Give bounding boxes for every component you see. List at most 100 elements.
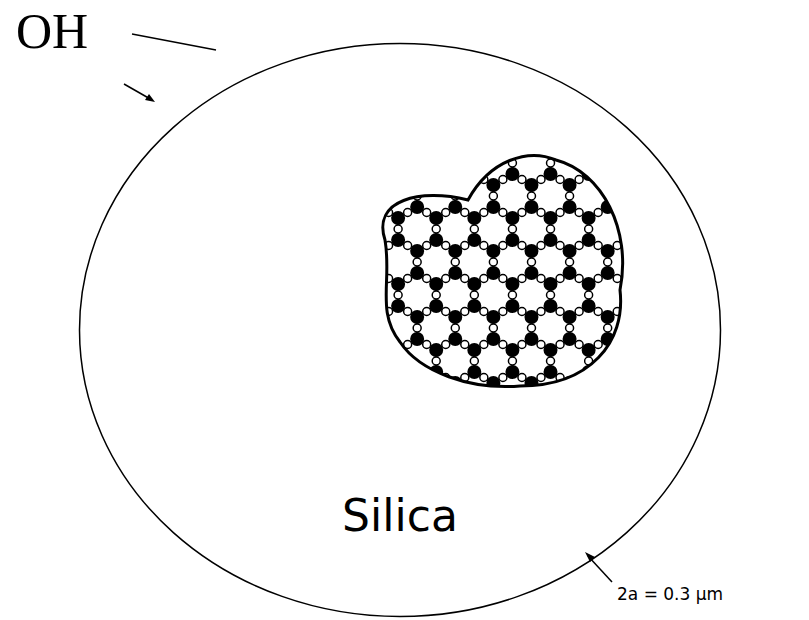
bond [340, 317, 342, 339]
bond [722, 306, 741, 317]
oxygen-atom [508, 291, 516, 299]
bond [530, 119, 532, 141]
silicon-atom [639, 200, 653, 214]
bond [646, 273, 665, 284]
bond [759, 251, 761, 273]
bond [741, 207, 760, 218]
oxygen-atom [642, 126, 650, 134]
oxygen-atom [480, 374, 488, 382]
oxygen-atom [470, 489, 478, 497]
oxygen-atom [356, 291, 364, 299]
oxygen-atom [461, 407, 469, 415]
bond [589, 471, 608, 482]
oxygen-atom [366, 308, 374, 316]
oxygen-atom [632, 110, 640, 118]
oxygen-atom [766, 110, 774, 118]
bond [341, 372, 360, 383]
silicon-atom [753, 266, 767, 280]
silicon-atom [334, 398, 348, 412]
oxygen-atom [670, 209, 678, 217]
oxygen-atom [594, 440, 602, 448]
oxygen-atom [651, 473, 659, 481]
silicon-atom [639, 178, 653, 192]
bond [416, 449, 418, 471]
oxygen-atom [556, 308, 564, 316]
oxygen-atom [394, 423, 402, 431]
silicon-atom [601, 376, 615, 390]
oxygen-atom [594, 275, 602, 283]
oxygen-atom [594, 473, 602, 481]
oxygen-atom [499, 308, 507, 316]
bond [684, 471, 703, 482]
bond [398, 438, 417, 449]
oxygen-atom [632, 440, 640, 448]
bond [511, 482, 513, 504]
bond [779, 207, 798, 218]
silicon-atom [753, 134, 767, 148]
bond [646, 504, 665, 515]
oxygen-atom [451, 258, 459, 266]
bond [550, 416, 552, 438]
oxygen-atom [728, 242, 736, 250]
oxygen-atom [737, 357, 745, 365]
oxygen-atom [480, 506, 488, 514]
oxygen-atom [404, 176, 412, 184]
bond [627, 339, 646, 350]
oxygen-atom [642, 324, 650, 332]
bond [703, 273, 722, 284]
bond [378, 449, 380, 471]
bond [379, 141, 398, 152]
bond [664, 284, 666, 306]
bond [703, 108, 722, 119]
oxygen-atom [518, 143, 526, 151]
bond [684, 141, 703, 152]
oxygen-atom [346, 341, 354, 349]
oxygen-atom [385, 110, 393, 118]
oxygen-atom [680, 324, 688, 332]
bond [607, 449, 609, 471]
oxygen-atom [718, 126, 726, 134]
bond [741, 306, 760, 317]
oxygen-atom [632, 407, 640, 415]
silicon-atom [715, 442, 729, 456]
bond [684, 438, 703, 449]
bond [359, 218, 361, 240]
oxygen-atom [547, 291, 555, 299]
silicon-atom [353, 409, 367, 423]
bond [512, 438, 531, 449]
silicon-atom [353, 167, 367, 181]
silicon-atom [715, 134, 729, 148]
bond [570, 438, 589, 449]
silicon-atom [734, 167, 748, 181]
bond [779, 471, 798, 482]
oxygen-atom [632, 275, 640, 283]
bond [608, 372, 627, 383]
oxygen-atom [404, 308, 412, 316]
bond [379, 372, 398, 383]
silicon-atom [486, 398, 500, 412]
bond [741, 273, 760, 284]
oxygen-atom [527, 324, 535, 332]
oxygen-atom [499, 374, 507, 382]
bond [626, 350, 628, 372]
oxygen-atom [623, 159, 631, 167]
oxygen-atom [366, 110, 374, 118]
bond [703, 471, 722, 482]
oxygen-atom [642, 390, 650, 398]
oxygen-atom [699, 357, 707, 365]
bond [531, 108, 550, 119]
oxygen-atom [728, 473, 736, 481]
bond [551, 405, 570, 416]
bond [379, 108, 398, 119]
bond [454, 383, 456, 405]
oxygen-atom [451, 390, 459, 398]
silicon-atom [524, 464, 538, 478]
oxygen-atom [766, 440, 774, 448]
bond [455, 504, 474, 515]
bond [627, 108, 646, 119]
oxygen-atom [499, 275, 507, 283]
oxygen-atom [499, 407, 507, 415]
bond [511, 416, 513, 438]
oxygen-atom [375, 126, 383, 134]
bond [645, 383, 647, 405]
